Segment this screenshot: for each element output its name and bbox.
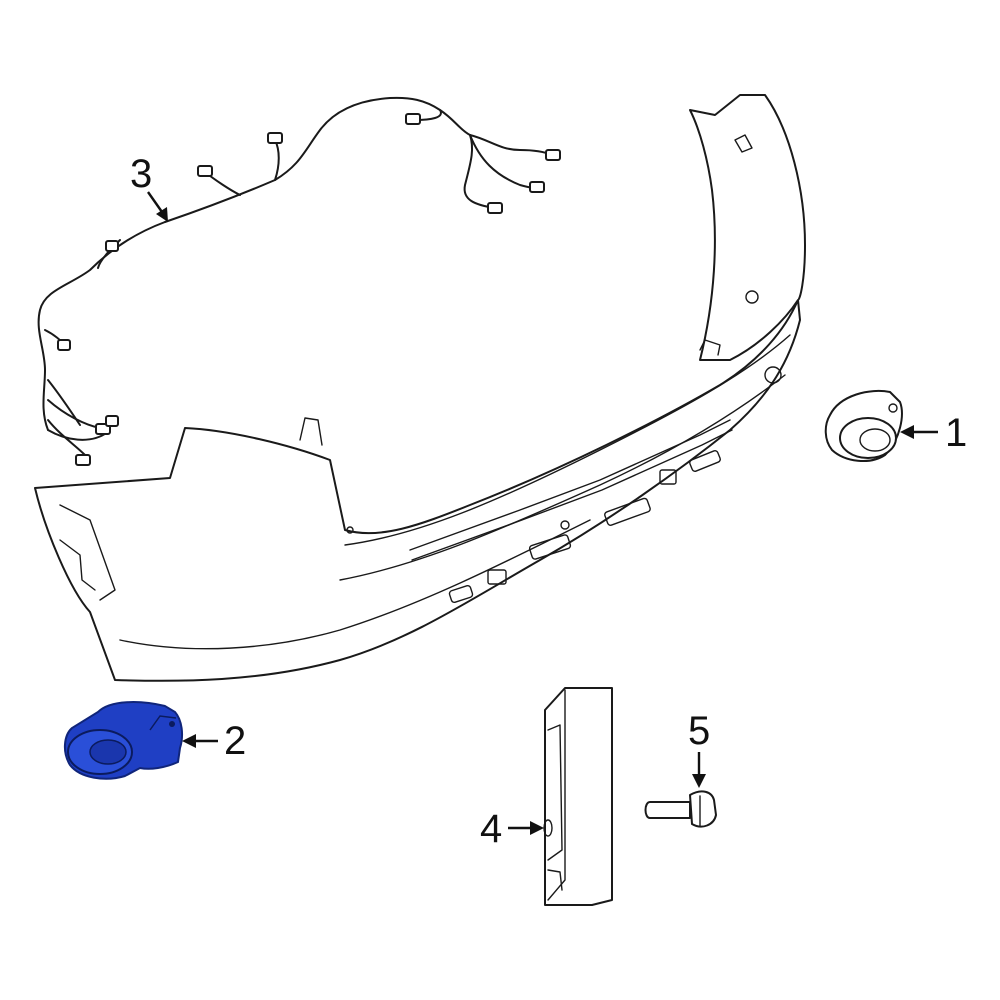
callout-label-4: 4 bbox=[480, 807, 502, 851]
callout-2: 2 bbox=[182, 719, 246, 763]
control-module[interactable] bbox=[543, 687, 613, 906]
callout-label-5: 5 bbox=[688, 709, 710, 753]
callout-1: 1 bbox=[900, 411, 967, 455]
rear-bumper-cover[interactable] bbox=[34, 94, 806, 682]
callout-label-1: 1 bbox=[945, 411, 967, 455]
wiring-harness[interactable] bbox=[37, 96, 561, 466]
park-sensor-highlighted[interactable] bbox=[64, 701, 184, 780]
bolt[interactable] bbox=[644, 790, 717, 828]
callout-label-2: 2 bbox=[224, 719, 246, 763]
callout-5: 5 bbox=[688, 709, 710, 788]
callout-label-3: 3 bbox=[130, 152, 152, 196]
park-sensor-outline[interactable] bbox=[824, 389, 903, 462]
callout-3: 3 bbox=[130, 152, 168, 222]
callout-4: 4 bbox=[480, 807, 544, 851]
